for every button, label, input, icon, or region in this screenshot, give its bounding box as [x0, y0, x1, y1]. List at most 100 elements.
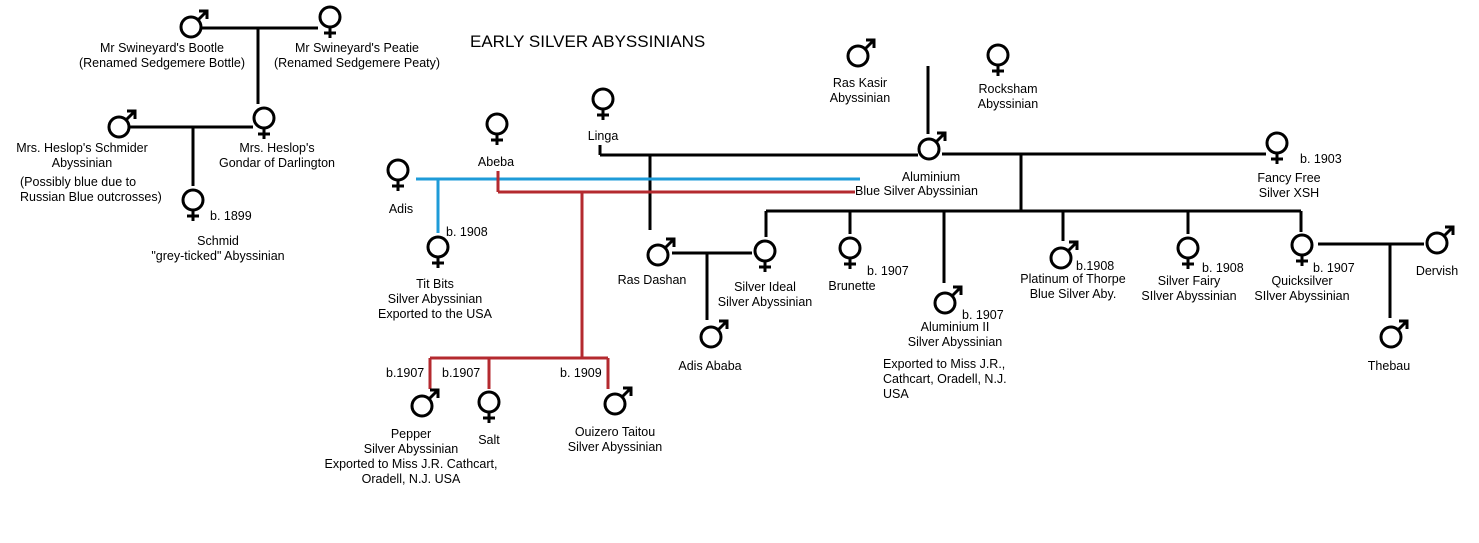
labels: Mr Swineyard's Bootle(Renamed Sedgemere … — [16, 41, 1458, 486]
female-symbol-icon — [485, 112, 509, 145]
cat-label-line: Silver Abyssinian — [568, 440, 663, 454]
male-symbol-icon — [410, 388, 440, 418]
cat-label-line: Pepper — [391, 427, 431, 441]
birth-year-brunette: b. 1907 — [867, 264, 909, 278]
sex-symbols — [107, 5, 1455, 423]
cat-label-line: Mrs. Heslop's — [239, 141, 314, 155]
cat-label-line: Silver Ideal — [734, 280, 796, 294]
birth-year-salt: b.1907 — [442, 366, 480, 380]
note-blue-silver-label: Blue Silver Abyssinian — [855, 184, 978, 198]
cat-label-line: Exported to Miss J.R. Cathcart, — [325, 457, 498, 471]
birth-year-aluminium2: b. 1907 — [962, 308, 1004, 322]
male-symbol-icon — [1379, 319, 1409, 349]
cat-label-line: Silver XSH — [1259, 186, 1319, 200]
cat-label-line: Mr Swineyard's Bootle — [100, 41, 224, 55]
male-symbol-icon — [917, 131, 947, 161]
cat-label-line: Abeba — [478, 155, 514, 169]
cat-label-line: "grey-ticked" Abyssinian — [151, 249, 284, 263]
female-symbol-icon — [426, 235, 450, 268]
female-symbol-icon — [318, 5, 342, 38]
page-title: EARLY SILVER ABYSSINIANS — [470, 32, 705, 51]
birth-year-platinum: b.1908 — [1076, 259, 1114, 273]
cat-label-line: Adis — [389, 202, 413, 216]
cat-label-line: Silver Fairy — [1158, 274, 1221, 288]
cat-label-line: Mrs. Heslop's Schmider — [16, 141, 148, 155]
cat-label-line: Oradell, N.J. USA — [362, 472, 461, 486]
cat-label-line: Fancy Free — [1257, 171, 1320, 185]
birth-year-silverfairy: b. 1908 — [1202, 261, 1244, 275]
cat-label-line: Blue Silver Aby. — [1030, 287, 1117, 301]
cat-label-line: Abyssinian — [830, 91, 890, 105]
male-symbol-icon — [646, 237, 676, 267]
birth-year-titbits: b. 1908 — [446, 225, 488, 239]
cat-label-adis: Adis — [389, 202, 413, 216]
cat-label-rasdashan: Ras Dashan — [618, 273, 687, 287]
cat-label-salt: Salt — [478, 433, 500, 447]
note-line: Cathcart, Oradell, N.J. — [883, 372, 1007, 386]
female-symbol-icon — [181, 188, 205, 221]
cat-label-line: Schmid — [197, 234, 239, 248]
cat-label-line: Ras Kasir — [833, 76, 887, 90]
note-line: USA — [883, 387, 909, 401]
cat-label-schmid: Schmid"grey-ticked" Abyssinian — [151, 234, 284, 263]
cat-label-line: (Renamed Sedgemere Peaty) — [274, 56, 440, 70]
note-export-note: Exported to Miss J.R.,Cathcart, Oradell,… — [883, 357, 1007, 401]
cat-label-line: Tit Bits — [416, 277, 454, 291]
cat-label-brunette: Brunette — [828, 279, 875, 293]
cat-label-dervish: Dervish — [1416, 264, 1458, 278]
cat-label-line: Brunette — [828, 279, 875, 293]
female-symbol-icon — [1265, 131, 1289, 164]
cat-label-line: Silver Abyssinian — [908, 335, 1003, 349]
female-symbol-icon — [386, 158, 410, 191]
female-symbol-icon — [252, 106, 276, 139]
cat-label-line: Aluminium II — [921, 320, 990, 334]
note-line: Exported to Miss J.R., — [883, 357, 1005, 371]
male-symbol-icon — [107, 109, 137, 139]
male-symbol-icon — [846, 38, 876, 68]
female-symbol-icon — [986, 43, 1010, 76]
female-symbol-icon — [1290, 233, 1314, 266]
male-symbol-icon — [603, 386, 633, 416]
cat-label-line: Dervish — [1416, 264, 1458, 278]
female-symbol-icon — [838, 236, 862, 269]
cat-label-line: Ouizero Taitou — [575, 425, 655, 439]
male-symbol-icon — [699, 319, 729, 349]
cat-label-line: Platinum of Thorpe — [1020, 272, 1125, 286]
cat-label-bootle: Mr Swineyard's Bootle(Renamed Sedgemere … — [79, 41, 245, 70]
cat-label-line: Abyssinian — [978, 97, 1038, 111]
cat-label-line: Mr Swineyard's Peatie — [295, 41, 419, 55]
cat-label-line: SIlver Abyssinian — [1141, 289, 1236, 303]
note-line: (Possibly blue due to — [20, 175, 136, 189]
female-symbol-icon — [753, 239, 777, 272]
cat-label-line: Silver Abyssinian — [364, 442, 459, 456]
cat-label-line: Exported to the USA — [378, 307, 493, 321]
cat-label-line: Linga — [588, 129, 619, 143]
male-symbol-icon — [179, 9, 209, 39]
cat-label-line: Thebau — [1368, 359, 1410, 373]
cat-label-line: Silver Abyssinian — [718, 295, 813, 309]
birth-year-schmid: b. 1899 — [210, 209, 252, 223]
cat-label-line: Salt — [478, 433, 500, 447]
female-symbol-icon — [1176, 236, 1200, 269]
cat-label-line: Adis Ababa — [678, 359, 741, 373]
cat-label-line: Quicksilver — [1271, 274, 1332, 288]
note-line: Blue Silver Abyssinian — [855, 184, 978, 198]
male-symbol-icon — [1425, 225, 1455, 255]
cat-label-line: Silver Abyssinian — [388, 292, 483, 306]
cat-label-line: Abyssinian — [52, 156, 112, 170]
cat-label-line: Ras Dashan — [618, 273, 687, 287]
cat-label-line: (Renamed Sedgemere Bottle) — [79, 56, 245, 70]
cat-label-line: SIlver Abyssinian — [1254, 289, 1349, 303]
